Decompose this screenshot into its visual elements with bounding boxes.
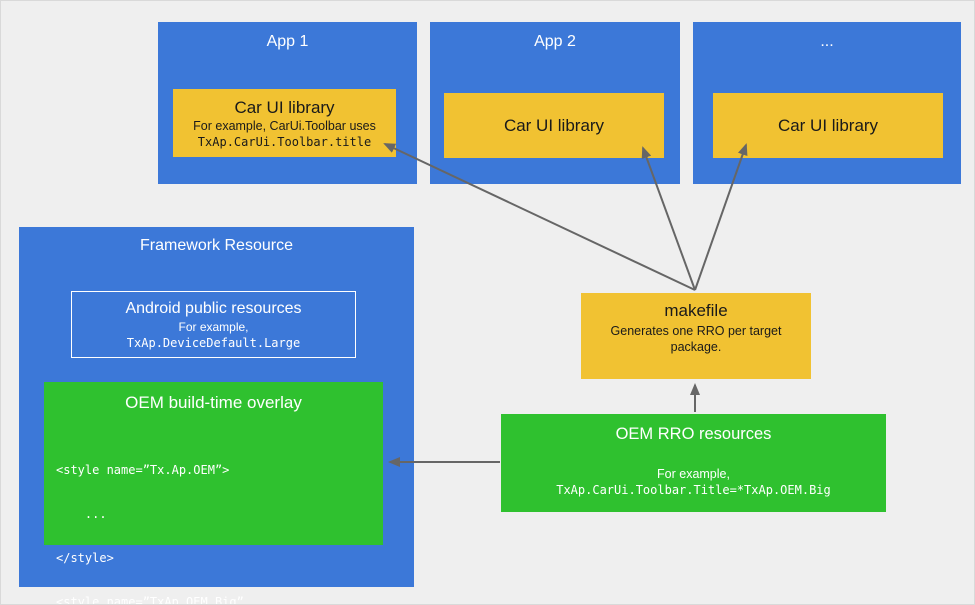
oem-rro-example-code: TxAp.CarUi.Toolbar.Title=*TxAp.OEM.Big (556, 483, 831, 497)
makefile-title: makefile (664, 301, 728, 320)
framework-resource-box: Framework Resource Android public resour… (19, 227, 414, 604)
oem-rro-resources-title: OEM RRO resources (615, 425, 772, 443)
android-public-example-code: TxAp.DeviceDefault.Large (126, 335, 301, 350)
app1-carui-library-box: Car UI library For example, CarUi.Toolba… (173, 89, 396, 157)
oem-build-time-overlay-title: OEM build-time overlay (125, 393, 302, 412)
app1-carui-example-code: TxAp.CarUi.Toolbar.title (197, 134, 372, 149)
app3-box: ... Car UI library (693, 22, 961, 184)
android-public-resources-box: Android public resources For example, Tx… (71, 291, 356, 358)
android-public-example-label: For example, (178, 319, 249, 334)
app2-box: App 2 Car UI library (430, 22, 680, 184)
app3-title: ... (820, 33, 834, 50)
makefile-subtitle: Generates one RRO per target package. (610, 324, 782, 354)
code-line: <style name=”TxAp.OEM.Big” (56, 594, 244, 605)
framework-resource-title: Framework Resource (140, 237, 293, 254)
makefile-box: makefile Generates one RRO per target pa… (581, 293, 811, 379)
code-line: <style name=”Tx.Ap.OEM”> (56, 463, 230, 478)
app1-carui-example-line: For example, CarUi.Toolbar uses (193, 118, 376, 133)
app1-title: App 1 (266, 33, 309, 50)
app1-carui-library-title: Car UI library (234, 97, 335, 117)
app3-carui-library-box: Car UI library (713, 93, 943, 158)
app1-box: App 1 Car UI library For example, CarUi.… (158, 22, 417, 184)
code-line: ... (56, 506, 107, 521)
oem-overlay-code-block: <style name=”Tx.Ap.OEM”> ... </style> <s… (56, 434, 244, 605)
code-line: </style> (56, 550, 114, 565)
app3-carui-library-title: Car UI library (777, 116, 879, 135)
oem-rro-example-label: For example, (657, 467, 730, 481)
oem-build-time-overlay-box: OEM build-time overlay <style name=”Tx.A… (44, 382, 383, 604)
app2-title: App 2 (534, 33, 576, 50)
oem-rro-resources-box: OEM RRO resources For example, TxAp.CarU… (501, 414, 886, 512)
app2-carui-library-title: Car UI library (503, 116, 605, 135)
android-public-resources-title: Android public resources (125, 299, 302, 317)
app2-carui-library-box: Car UI library (444, 93, 664, 158)
